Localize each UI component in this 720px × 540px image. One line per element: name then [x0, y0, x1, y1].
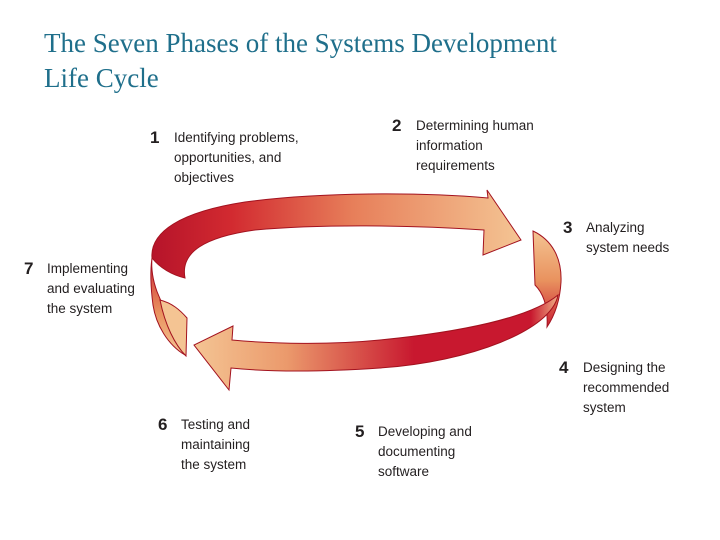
phase-number: 4 [559, 358, 569, 377]
phase-line: Developing and [378, 424, 472, 439]
phase-description: Implementing and evaluating the system [47, 259, 135, 319]
phase-line: Implementing [47, 261, 129, 276]
phase-6-label: 6 Testing and maintaining the system [158, 415, 288, 477]
phase-3-label: 3 Analyzing system needs [563, 218, 713, 260]
phase-description: Analyzing system needs [586, 218, 669, 258]
phase-number: 3 [563, 218, 573, 237]
phase-line: Designing the [583, 360, 666, 375]
phase-description: Determining human information requiremen… [416, 116, 534, 176]
phase-1-label: 1 Identifying problems, opportunities, a… [150, 128, 320, 190]
phase-line: objectives [174, 170, 235, 185]
phase-number: 2 [392, 116, 402, 135]
phase-line: opportunities, and [174, 150, 282, 165]
phase-description: Designing the recommended system [583, 358, 669, 418]
phase-line: Determining human [416, 118, 534, 133]
phase-line: system needs [586, 240, 670, 255]
phase-line: recommended [583, 380, 670, 395]
phase-line: information [416, 138, 483, 153]
bottom-cycle-arrow [193, 293, 559, 392]
title-line: The Seven Phases of the Systems Developm… [44, 28, 557, 58]
slide-title: The Seven Phases of the Systems Developm… [44, 26, 684, 96]
left-band-tail [159, 299, 188, 358]
phase-5-label: 5 Developing and documenting software [355, 422, 505, 484]
phase-line: Identifying problems, [174, 130, 299, 145]
phase-line: system [583, 400, 626, 415]
phase-number: 1 [150, 128, 160, 147]
phase-number: 7 [24, 259, 34, 278]
phase-line: and evaluating [47, 281, 135, 296]
phase-7-label: 7 Implementing and evaluating the system [24, 259, 154, 321]
phase-line: the system [181, 457, 247, 472]
phase-line: requirements [416, 158, 495, 173]
phase-number: 6 [158, 415, 168, 434]
phase-line: Analyzing [586, 220, 645, 235]
phase-line: Testing and [181, 417, 251, 432]
phase-description: Testing and maintaining the system [181, 415, 250, 475]
title-line: Life Cycle [44, 63, 159, 93]
phase-2-label: 2 Determining human information requirem… [392, 116, 562, 178]
phase-4-label: 4 Designing the recommended system [559, 358, 709, 420]
top-cycle-arrow [151, 189, 522, 279]
phase-line: maintaining [181, 437, 251, 452]
phase-line: software [378, 464, 430, 479]
phase-description: Identifying problems, opportunities, and… [174, 128, 299, 188]
phase-description: Developing and documenting software [378, 422, 472, 482]
phase-line: documenting [378, 444, 456, 459]
phase-line: the system [47, 301, 113, 316]
phase-number: 5 [355, 422, 365, 441]
